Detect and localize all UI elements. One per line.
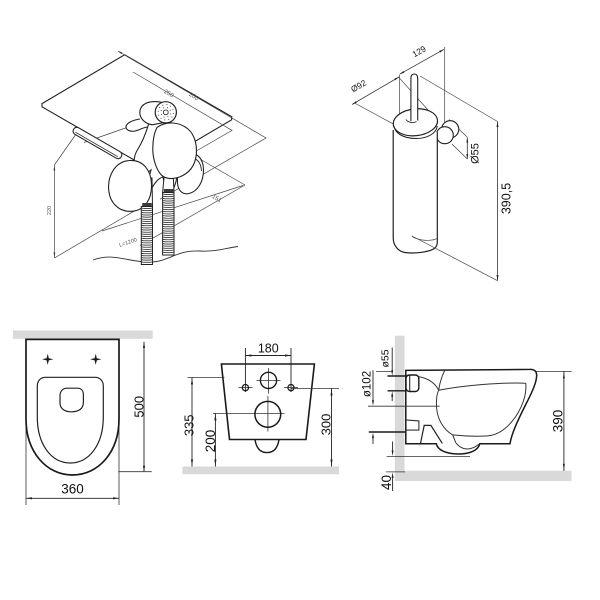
svg-text:ø102: ø102 <box>362 371 374 397</box>
svg-text:300: 300 <box>319 414 334 436</box>
svg-text:335: 335 <box>181 414 196 436</box>
svg-text:500: 500 <box>131 396 146 418</box>
svg-text:40: 40 <box>379 475 394 490</box>
svg-text:200: 200 <box>188 92 200 103</box>
svg-text:250: 250 <box>163 89 175 100</box>
svg-text:220: 220 <box>47 206 53 215</box>
svg-text:390,5: 390,5 <box>500 183 514 214</box>
svg-text:200: 200 <box>203 430 218 453</box>
svg-text:151: 151 <box>211 194 223 205</box>
svg-text:Ø55: Ø55 <box>470 143 482 164</box>
svg-text:390: 390 <box>551 410 566 433</box>
svg-text:L=1200: L=1200 <box>118 237 137 248</box>
svg-text:ø55: ø55 <box>380 349 392 367</box>
svg-text:360: 360 <box>61 482 84 497</box>
svg-text:180: 180 <box>258 341 279 355</box>
